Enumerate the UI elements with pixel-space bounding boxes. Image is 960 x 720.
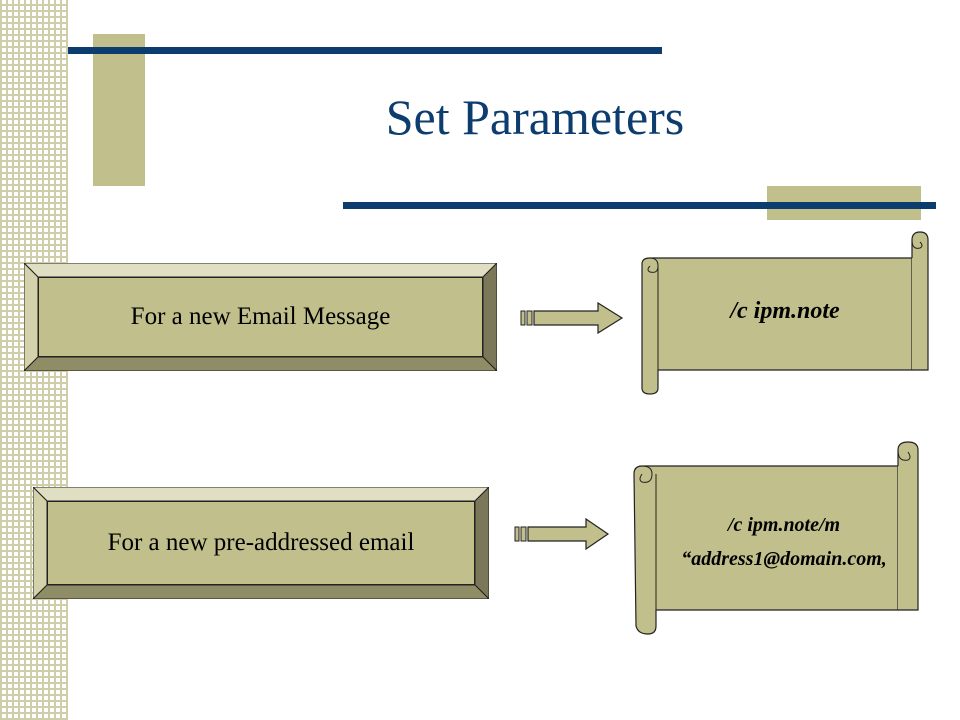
right-arrow-icon [514,518,610,550]
label-box-email-message: For a new Email Message [24,263,497,371]
label-email-message: For a new Email Message [38,277,483,357]
scroll-text-1: /c ipm.note [660,298,910,325]
scroll-icon [641,231,929,395]
right-arrow-icon [520,302,624,334]
scroll-line: /c ipm.note/m [727,514,841,536]
bevel-frame [24,263,497,371]
label-box-pre-addressed: For a new pre-addressed email [33,487,489,599]
decor-rule-bottom [343,202,936,209]
decor-rule-top [68,47,662,54]
scroll-text-2: /c ipm.note/m “address1@domain.com, [646,508,922,576]
scroll-line: /c ipm.note [730,298,840,324]
label-pre-addressed: For a new pre-addressed email [47,501,475,585]
scroll-icon [633,441,919,635]
bevel-frame [33,487,489,599]
scroll-line: “address1@domain.com, [681,548,887,570]
slide-title: Set Parameters [385,89,685,145]
decor-block-top-left [93,34,145,186]
